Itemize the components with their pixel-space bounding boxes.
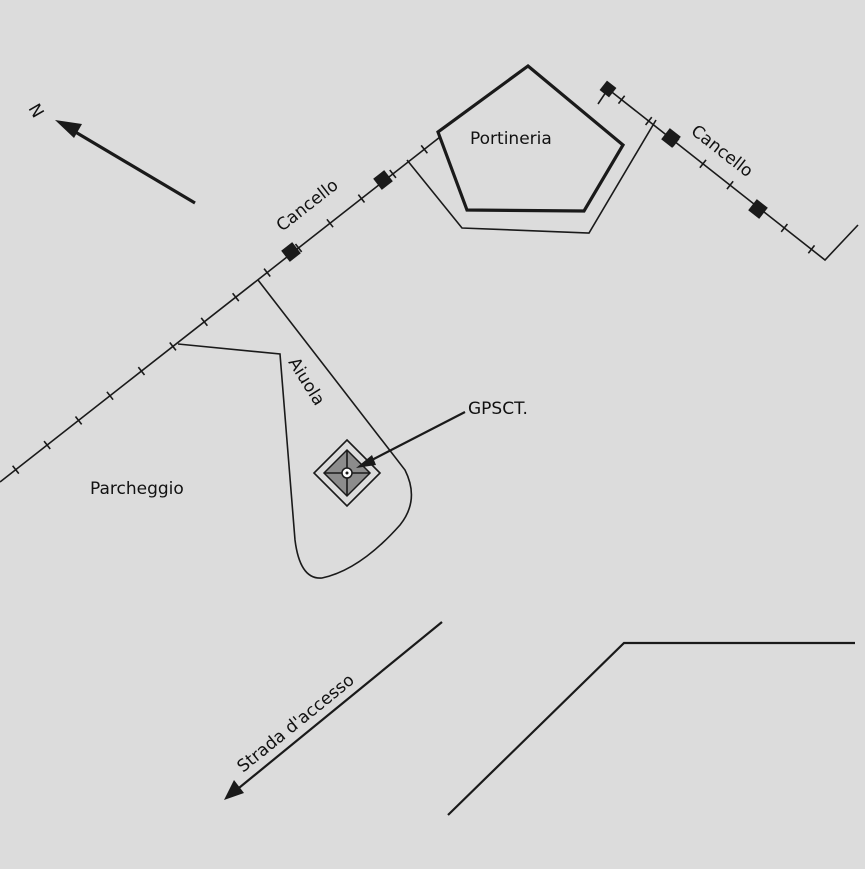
fence-left-tick-1 bbox=[43, 440, 51, 450]
fence-right-tick-4 bbox=[726, 180, 734, 190]
gate-post-left-2 bbox=[373, 170, 393, 190]
north-arrow-shaft bbox=[71, 128, 196, 205]
station-leader: GPSCT. bbox=[356, 399, 528, 468]
fence-right: Cancello bbox=[597, 80, 859, 262]
road-edge-left bbox=[233, 621, 443, 793]
fence-right-tick-7 bbox=[807, 244, 816, 254]
fence-left-tick-5 bbox=[169, 342, 177, 351]
fence-right-tick-1 bbox=[644, 116, 653, 126]
flowerbed: Aiuola bbox=[177, 279, 413, 579]
fence-left-tick-12 bbox=[389, 169, 397, 179]
parking-label: Parcheggio bbox=[90, 479, 184, 499]
station-mark-center bbox=[345, 471, 349, 475]
gate-right-label: Cancello bbox=[687, 121, 757, 182]
fence-right-tick-6 bbox=[780, 223, 789, 233]
lodge-label: Portineria bbox=[470, 129, 552, 149]
gate-post-right-0 bbox=[599, 80, 617, 98]
fence-left-tick-4 bbox=[137, 366, 146, 376]
north-arrow: N bbox=[24, 101, 196, 205]
fence-left-tick-11 bbox=[357, 194, 366, 204]
fence-left-tick-10 bbox=[326, 218, 334, 228]
station-label: GPSCT. bbox=[468, 399, 528, 419]
fence-left-tick-13 bbox=[420, 144, 429, 154]
road-direction-arrowhead bbox=[224, 780, 244, 800]
fence-left-tick-0 bbox=[11, 465, 20, 475]
fence-left-tick-8 bbox=[263, 268, 271, 277]
fence-left-tick-6 bbox=[200, 317, 209, 327]
fence-left-tick-7 bbox=[231, 292, 240, 302]
fence-left-line bbox=[0, 136, 441, 483]
gate-post-left-1 bbox=[281, 242, 301, 262]
fence-right-tick-0 bbox=[617, 95, 626, 105]
fence-left-tick-3 bbox=[106, 391, 114, 401]
station-leader-line bbox=[365, 411, 466, 464]
lodge-outer-outline bbox=[406, 119, 657, 234]
gate-post-right-1 bbox=[661, 128, 681, 148]
road-edge-right bbox=[447, 641, 855, 816]
fence-right-tick-3 bbox=[699, 159, 707, 169]
station-leader-arrowhead bbox=[356, 455, 376, 468]
north-arrow-head bbox=[55, 120, 82, 138]
fence-left-tick-9 bbox=[294, 243, 303, 253]
fence-left-tick-2 bbox=[74, 415, 83, 425]
station-monument bbox=[312, 438, 382, 508]
gate-post-right-2 bbox=[748, 199, 768, 219]
north-label: N bbox=[24, 101, 48, 122]
access-road-label: Strada d'accesso bbox=[234, 670, 359, 777]
fence-right-line bbox=[597, 87, 859, 262]
fence-left-ticks bbox=[11, 144, 429, 475]
flowerbed-outline bbox=[177, 279, 413, 579]
lodge-building bbox=[436, 63, 626, 213]
access-road: Strada d'accesso bbox=[224, 621, 855, 816]
lodge: Portineria bbox=[406, 63, 657, 234]
